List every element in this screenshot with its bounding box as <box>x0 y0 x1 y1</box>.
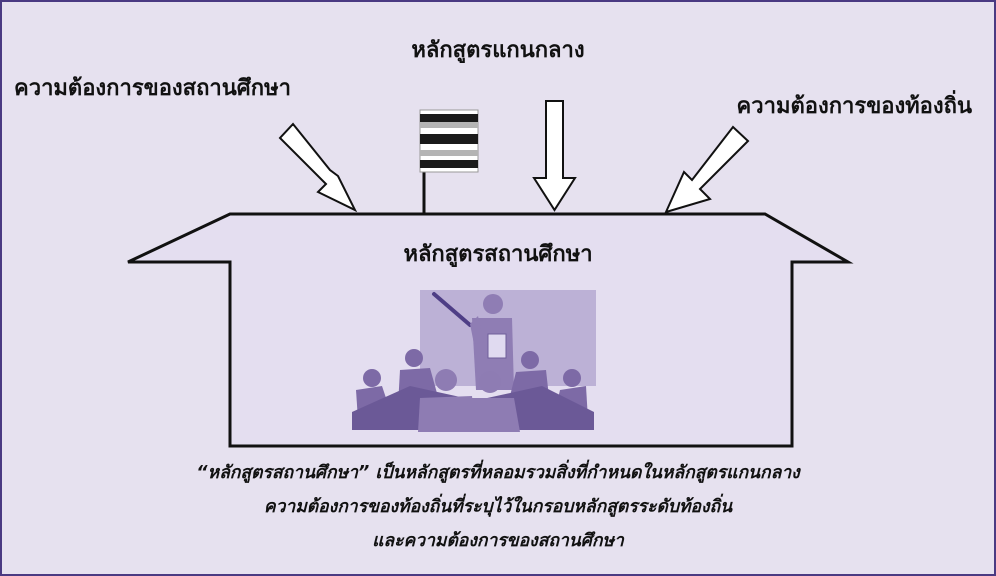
arrow-from-school-needs <box>278 122 358 213</box>
core-curriculum-label: หลักสูตรแกนกลาง <box>411 38 585 63</box>
school-needs-label: ความต้องการของสถานศึกษา <box>14 76 291 101</box>
caption: “หลักสูตรสถานศึกษา” เป็นหลักสูตรที่หลอมร… <box>0 456 996 558</box>
arrow-from-local-needs <box>664 125 750 214</box>
school-curriculum-label: หลักสูตรสถานศึกษา <box>403 242 593 267</box>
local-needs-label: ความต้องการของท้องถิ่น <box>736 94 972 119</box>
caption-line-3: และความต้องการของสถานศึกษา <box>372 531 624 551</box>
classroom-illustration <box>352 290 596 432</box>
caption-line-2: ความต้องการของท้องถิ่นที่ระบุไว้ในกรอบหล… <box>263 497 733 517</box>
flag-icon <box>419 109 479 214</box>
arrow-down-core <box>532 100 577 212</box>
caption-line-1: “หลักสูตรสถานศึกษา” เป็นหลักสูตรที่หลอมร… <box>196 463 800 483</box>
